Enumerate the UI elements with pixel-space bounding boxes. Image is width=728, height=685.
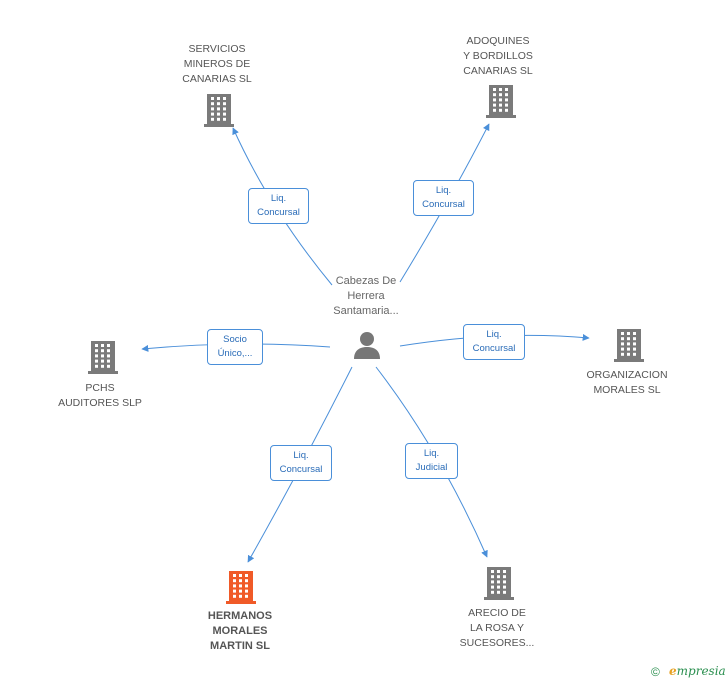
relation-label-adoquines: Liq. Concursal — [413, 180, 474, 216]
building-icon-hermanos[interactable] — [226, 571, 256, 604]
relation-label-organizacion: Liq. Concursal — [463, 324, 525, 360]
building-icon-arecio[interactable] — [484, 567, 514, 600]
relation-label-hermanos: Liq. Concursal — [270, 445, 332, 481]
node-label-arecio[interactable]: ARECIO DE LA ROSA Y SUCESORES... — [459, 607, 535, 649]
relation-label-arecio: Liq. Judicial — [405, 443, 458, 479]
building-icon-organizacion[interactable] — [614, 329, 644, 362]
person-icon[interactable] — [352, 330, 382, 360]
relation-label-pchs: Socio Único,... — [207, 329, 263, 365]
node-label-hermanos[interactable]: HERMANOS MORALES MARTIN SL — [207, 610, 273, 652]
building-icon-adoquines[interactable] — [486, 85, 516, 118]
node-label-adoquines[interactable]: ADOQUINES Y BORDILLOS CANARIAS SL — [463, 35, 533, 77]
relation-label-servicios: Liq. Concursal — [248, 188, 309, 224]
node-label-organizacion[interactable]: ORGANIZACION MORALES SL — [586, 369, 668, 396]
node-label-pchs[interactable]: PCHS AUDITORES SLP — [58, 382, 142, 409]
building-icon-pchs[interactable] — [88, 341, 118, 374]
copyright-symbol: © — [651, 665, 660, 679]
empresia-logo: empresia — [669, 664, 726, 678]
node-label-servicios[interactable]: SERVICIOS MINEROS DE CANARIAS SL — [182, 43, 252, 85]
building-icon-servicios[interactable] — [204, 94, 234, 127]
center-person-label[interactable]: Cabezas De Herrera Santamaria... — [333, 275, 399, 317]
